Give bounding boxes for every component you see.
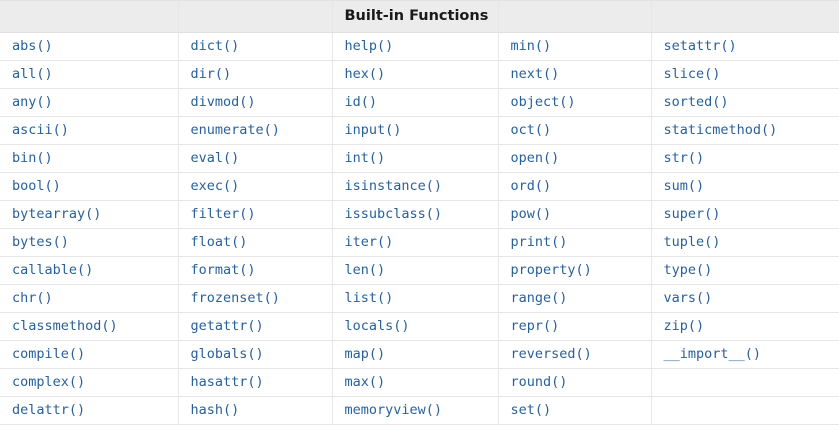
builtin-function-link[interactable]: vars()	[651, 284, 839, 313]
builtin-function-link[interactable]: map()	[332, 340, 499, 369]
builtin-function-link[interactable]: hash()	[178, 396, 333, 425]
builtin-function-link[interactable]: type()	[651, 256, 839, 285]
table-row: classmethod()getattr()locals()repr()zip(…	[0, 312, 839, 341]
builtin-function-link[interactable]: divmod()	[178, 88, 333, 117]
builtin-function-link[interactable]: bin()	[0, 144, 179, 173]
builtin-function-link[interactable]: help()	[332, 32, 499, 61]
builtin-function-link[interactable]: format()	[178, 256, 333, 285]
builtin-function-link[interactable]: all()	[0, 60, 179, 89]
builtin-function-link[interactable]: hasattr()	[178, 368, 333, 397]
builtin-function-link[interactable]: filter()	[178, 200, 333, 229]
builtin-function-link[interactable]: len()	[332, 256, 499, 285]
table-row: any()divmod()id()object()sorted()	[0, 88, 839, 117]
builtin-function-link[interactable]: classmethod()	[0, 312, 179, 341]
builtin-function-link[interactable]: next()	[498, 60, 652, 89]
table-cell-empty	[651, 396, 839, 425]
builtin-function-link[interactable]: int()	[332, 144, 499, 173]
builtin-function-link[interactable]: memoryview()	[332, 396, 499, 425]
builtin-function-link[interactable]: issubclass()	[332, 200, 499, 229]
builtin-function-link[interactable]: frozenset()	[178, 284, 333, 313]
builtin-function-link[interactable]: property()	[498, 256, 652, 285]
builtin-function-link[interactable]: id()	[332, 88, 499, 117]
builtin-function-link[interactable]: setattr()	[651, 32, 839, 61]
table-row: bytearray()filter()issubclass()pow()supe…	[0, 200, 839, 229]
table-row: bool()exec()isinstance()ord()sum()	[0, 172, 839, 201]
table-header: Built-in Functions	[0, 0, 839, 33]
builtin-function-link[interactable]: bytes()	[0, 228, 179, 257]
builtin-function-link[interactable]: round()	[498, 368, 652, 397]
builtin-function-link[interactable]: min()	[498, 32, 652, 61]
builtin-function-link[interactable]: iter()	[332, 228, 499, 257]
builtin-function-link[interactable]: any()	[0, 88, 179, 117]
builtin-function-link[interactable]: zip()	[651, 312, 839, 341]
builtin-function-link[interactable]: staticmethod()	[651, 116, 839, 145]
builtin-function-link[interactable]: slice()	[651, 60, 839, 89]
builtin-function-link[interactable]: delattr()	[0, 396, 179, 425]
builtin-function-link[interactable]: isinstance()	[332, 172, 499, 201]
builtin-function-link[interactable]: super()	[651, 200, 839, 229]
builtin-function-link[interactable]: print()	[498, 228, 652, 257]
table-row: bin()eval()int()open()str()	[0, 144, 839, 173]
builtin-function-link[interactable]: oct()	[498, 116, 652, 145]
table-header-cell-empty-4	[651, 0, 839, 33]
builtin-function-link[interactable]: dir()	[178, 60, 333, 89]
table-row: callable()format()len()property()type()	[0, 256, 839, 285]
builtin-function-link[interactable]: complex()	[0, 368, 179, 397]
table-row: ascii()enumerate()input()oct()staticmeth…	[0, 116, 839, 145]
builtin-function-link[interactable]: open()	[498, 144, 652, 173]
builtin-function-link[interactable]: sorted()	[651, 88, 839, 117]
table-header-cell-empty-3	[498, 0, 652, 33]
page-title: Built-in Functions	[332, 0, 499, 33]
table-header-cell-empty-1	[178, 0, 333, 33]
builtin-function-link[interactable]: range()	[498, 284, 652, 313]
builtin-function-link[interactable]: __import__()	[651, 340, 839, 369]
builtin-function-link[interactable]: chr()	[0, 284, 179, 313]
builtin-function-link[interactable]: list()	[332, 284, 499, 313]
builtin-function-link[interactable]: exec()	[178, 172, 333, 201]
table-row: bytes()float()iter()print()tuple()	[0, 228, 839, 257]
builtin-function-link[interactable]: pow()	[498, 200, 652, 229]
table-row: abs()dict()help()min()setattr()	[0, 32, 839, 61]
builtin-function-link[interactable]: float()	[178, 228, 333, 257]
builtin-function-link[interactable]: locals()	[332, 312, 499, 341]
builtin-function-link[interactable]: reversed()	[498, 340, 652, 369]
builtin-function-link[interactable]: ascii()	[0, 116, 179, 145]
builtin-function-link[interactable]: tuple()	[651, 228, 839, 257]
table-header-row: Built-in Functions	[0, 0, 839, 33]
table-row: complex()hasattr()max()round()	[0, 368, 839, 397]
builtin-function-link[interactable]: getattr()	[178, 312, 333, 341]
builtin-function-link[interactable]: compile()	[0, 340, 179, 369]
table-row: chr()frozenset()list()range()vars()	[0, 284, 839, 313]
table-body: abs()dict()help()min()setattr()all()dir(…	[0, 32, 839, 425]
builtin-function-link[interactable]: eval()	[178, 144, 333, 173]
table-row: delattr()hash()memoryview()set()	[0, 396, 839, 425]
builtin-function-link[interactable]: str()	[651, 144, 839, 173]
builtin-function-link[interactable]: object()	[498, 88, 652, 117]
builtin-function-link[interactable]: bool()	[0, 172, 179, 201]
builtin-function-link[interactable]: callable()	[0, 256, 179, 285]
builtin-function-link[interactable]: abs()	[0, 32, 179, 61]
builtin-function-link[interactable]: ord()	[498, 172, 652, 201]
builtin-function-link[interactable]: globals()	[178, 340, 333, 369]
builtin-function-link[interactable]: repr()	[498, 312, 652, 341]
builtin-function-link[interactable]: max()	[332, 368, 499, 397]
builtin-function-link[interactable]: set()	[498, 396, 652, 425]
page-bottom-spacer	[0, 425, 839, 431]
builtin-function-link[interactable]: input()	[332, 116, 499, 145]
table-row: all()dir()hex()next()slice()	[0, 60, 839, 89]
builtin-function-link[interactable]: dict()	[178, 32, 333, 61]
builtin-function-link[interactable]: hex()	[332, 60, 499, 89]
builtin-function-link[interactable]: sum()	[651, 172, 839, 201]
builtin-function-link[interactable]: enumerate()	[178, 116, 333, 145]
builtin-function-link[interactable]: bytearray()	[0, 200, 179, 229]
table-header-cell-empty-0	[0, 0, 179, 33]
table-row: compile()globals()map()reversed()__impor…	[0, 340, 839, 369]
table-cell-empty	[651, 368, 839, 397]
